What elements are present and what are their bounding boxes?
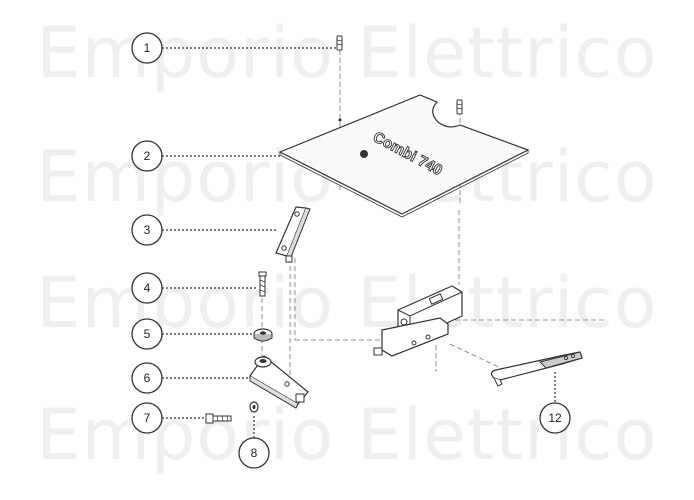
callout-3: 3 — [131, 214, 163, 246]
callout-1-label: 1 — [144, 41, 151, 55]
callout-4: 4 — [131, 272, 163, 304]
callout-12-label: 12 — [548, 411, 562, 425]
leader-lines — [162, 47, 556, 438]
callout-5: 5 — [131, 318, 163, 350]
callout-4-label: 4 — [144, 281, 151, 295]
callout-1: 1 — [131, 32, 163, 64]
callout-12: 12 — [539, 402, 571, 434]
watermark-row-3: Emporio Elettrico — [36, 262, 658, 344]
part-3-link-bar — [275, 206, 311, 263]
callout-5-label: 5 — [144, 327, 151, 341]
part-12-pull-arm — [490, 351, 583, 387]
callout-2: 2 — [131, 140, 163, 172]
part-2-cover-plate: Combi 740 — [278, 94, 530, 218]
part-1-screw — [336, 35, 343, 51]
watermark-row-1: Emporio Elettrico — [36, 12, 658, 94]
part-5-bushing — [253, 328, 273, 342]
callout-3-label: 3 — [144, 223, 151, 237]
callout-8: 8 — [238, 437, 270, 469]
callout-6-label: 6 — [144, 371, 151, 385]
callout-8-label: 8 — [251, 446, 258, 460]
part-7-screw — [205, 413, 232, 424]
closer-body-assembly — [373, 285, 463, 357]
callout-2-label: 2 — [144, 149, 151, 163]
callout-7: 7 — [131, 402, 163, 434]
part-4-screw — [258, 271, 267, 297]
part-6-lever-arm — [249, 355, 309, 409]
assembly-axes — [261, 50, 606, 378]
watermark-row-4: Emporio Elettrico — [36, 394, 658, 476]
part-8-washer — [249, 401, 259, 413]
callout-6: 6 — [131, 362, 163, 394]
callout-7-label: 7 — [144, 411, 151, 425]
part-1-screw-b — [456, 99, 463, 115]
